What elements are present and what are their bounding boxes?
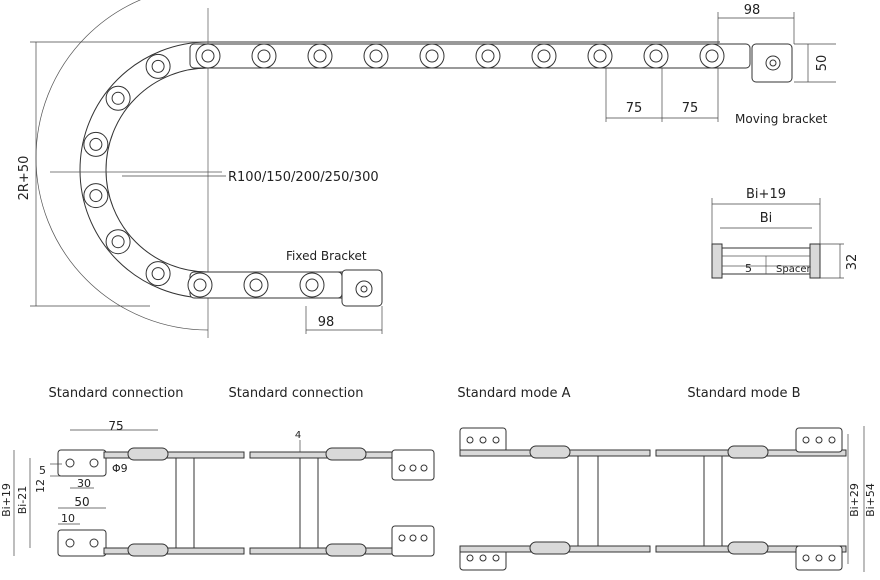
dim-98-top: 98 [744, 3, 761, 18]
conn1-dim-12: 12 [34, 479, 47, 493]
conn1-dim-5: 5 [39, 464, 46, 477]
lower-pin-inner [305, 278, 319, 292]
dim-pitch-75-b: 75 [682, 101, 699, 116]
mode-a-title: Standard mode A [457, 386, 570, 401]
chain-top-view: 98 50 75 75 Moving bracket 2R+50 R100/15… [17, 0, 836, 338]
bend-pin-inner [89, 189, 103, 203]
bracket-hole-inner [769, 59, 777, 67]
section-left-plate [711, 243, 723, 279]
dim-pitch-75-a: 75 [626, 101, 643, 116]
conn1-dim-75: 75 [108, 419, 123, 433]
mode-b-bi54: Bi+54 [864, 483, 877, 517]
upper-pin-inner [649, 49, 663, 63]
bend-pin-inner [151, 59, 165, 73]
bend-pin-inner [111, 235, 125, 249]
conn1-bracket-bottom [57, 529, 107, 557]
bend-links [83, 53, 171, 287]
conn2-title: Standard connection [229, 386, 364, 401]
top-dimensions: 98 50 75 75 Moving bracket 2R+50 R100/15… [17, 3, 836, 334]
conn2-dim-4: 4 [295, 430, 301, 441]
fixed-bracket-label: Fixed Bracket [286, 249, 367, 263]
conn1-dim-30: 30 [77, 477, 91, 490]
conn1-bracket-top [57, 449, 107, 477]
section-height: 32 [845, 254, 860, 271]
upper-pin-inner [425, 49, 439, 63]
dim-98-bottom: 98 [318, 315, 335, 330]
section-outer-width: Bi+19 [746, 187, 786, 202]
bend-pin-inner [111, 91, 125, 105]
upper-pin-inner [313, 49, 327, 63]
spacer-label: Spacer [776, 264, 811, 275]
connection-modes: Standard connection Standard connection … [0, 386, 877, 572]
upper-links [189, 43, 793, 83]
outer-bend-arc [35, 0, 209, 331]
mode-b-title: Standard mode B [687, 386, 800, 401]
conn1-rail-top [103, 451, 245, 459]
section-right-plate [809, 243, 821, 279]
upper-pin-inner [369, 49, 383, 63]
conn2-drawing: 4 [249, 430, 435, 557]
mode-a-drawing [459, 427, 651, 571]
mode-b-drawing: Bi+29 Bi+54 [655, 426, 877, 572]
mode-b-bi29: Bi+29 [848, 483, 861, 517]
cross-section-view: Bi+19 Bi 5 Spacer 32 [711, 187, 860, 279]
upper-pin-inner [537, 49, 551, 63]
chain-outline [79, 41, 720, 299]
lower-pin-inner [193, 278, 207, 292]
moving-bracket-label: Moving bracket [735, 112, 828, 126]
upper-pin-inner [705, 49, 719, 63]
conn1-drawing: 75 5 12 30 Φ9 50 10 Bi+19 Bi-21 [0, 419, 245, 557]
conn1-dim-50: 50 [74, 495, 89, 509]
bend-pin-inner [151, 267, 165, 281]
conn1-phi9: Φ9 [112, 462, 128, 475]
spacer-dim: 5 [745, 262, 752, 275]
conn1-dim-10: 10 [61, 512, 75, 525]
upper-pin-inner [593, 49, 607, 63]
lower-links [187, 269, 383, 307]
conn1-bi19: Bi+19 [0, 483, 13, 517]
section-inner-width: Bi [760, 211, 773, 226]
upper-pin-inner [201, 49, 215, 63]
upper-pin-inner [481, 49, 495, 63]
conn1-bi21: Bi-21 [16, 486, 29, 515]
conn1-title: Standard connection [49, 386, 184, 401]
dim-2r-plus-50: 2R+50 [17, 156, 32, 201]
lower-pin-inner [249, 278, 263, 292]
radius-label: R100/150/200/250/300 [228, 170, 379, 185]
bend-pin-inner [89, 137, 103, 151]
dim-50: 50 [815, 55, 830, 72]
upper-pin-inner [257, 49, 271, 63]
fixed-bracket-hole-inner [360, 285, 368, 293]
conn1-rail-bottom [103, 547, 245, 555]
